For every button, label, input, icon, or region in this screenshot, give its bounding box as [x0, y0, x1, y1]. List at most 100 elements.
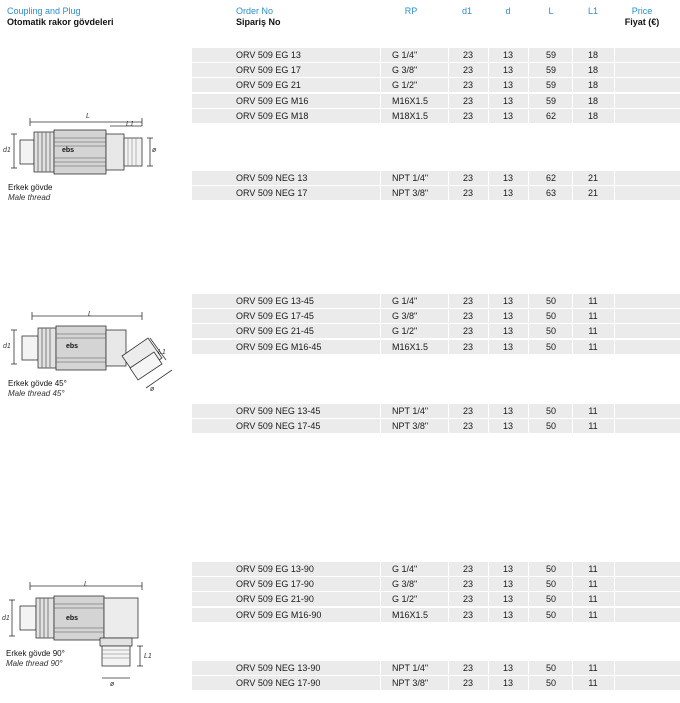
- column-separator: [614, 63, 615, 78]
- column-separator: [572, 676, 573, 691]
- column-separator: [572, 661, 573, 675]
- column-separator: [614, 309, 615, 324]
- column-separator: [380, 78, 381, 93]
- column-separator: [572, 324, 573, 339]
- order-no-cell: ORV 509 EG M16: [236, 95, 309, 106]
- order-no-cell: ORV 509 NEG 13-45: [236, 406, 321, 416]
- L1-cell: 11: [588, 296, 598, 306]
- L-cell: 63: [545, 188, 556, 199]
- column-separator: [488, 48, 489, 62]
- rp-cell: G 3/8": [392, 311, 418, 322]
- L1-cell: 11: [588, 663, 598, 673]
- column-separator: [572, 63, 573, 78]
- column-separator: [380, 339, 381, 354]
- column-separator: [528, 78, 529, 93]
- order-no-cell: ORV 509 EG 13-45: [236, 296, 314, 306]
- d1-cell: 23: [462, 110, 473, 121]
- column-separator: [614, 661, 615, 675]
- column-separator: [488, 339, 489, 354]
- column-separator: [448, 592, 449, 607]
- d-cell: 13: [502, 110, 513, 121]
- column-separator: [380, 676, 381, 691]
- L1-cell: 11: [588, 311, 598, 322]
- rp-cell: G 3/8": [392, 65, 418, 76]
- L1-cell: 11: [588, 678, 598, 689]
- column-separator: [448, 661, 449, 675]
- dim-L1-45: L1: [158, 349, 166, 356]
- column-separator: [572, 339, 573, 354]
- L1-cell: 11: [588, 326, 598, 337]
- column-separator: [614, 404, 615, 418]
- column-separator: [448, 404, 449, 418]
- product-label-en-90: Male thread 90°: [6, 659, 63, 668]
- column-separator: [528, 294, 529, 308]
- column-separator: [488, 186, 489, 201]
- column-separator: [528, 108, 529, 123]
- d-cell: 13: [502, 406, 513, 416]
- L-header: L: [548, 6, 554, 16]
- column-separator: [448, 171, 449, 185]
- price-header-tr: Fiyat (€): [624, 17, 660, 27]
- L-cell: 50: [545, 326, 556, 337]
- d1-cell: 23: [462, 421, 473, 432]
- dim-L-90: L: [84, 581, 88, 588]
- column-separator: [380, 419, 381, 434]
- d-cell: 13: [502, 188, 513, 199]
- column-separator: [448, 186, 449, 201]
- d1-cell: 23: [462, 579, 473, 590]
- column-separator: [614, 48, 615, 62]
- column-separator: [448, 419, 449, 434]
- column-separator: [448, 676, 449, 691]
- column-separator: [488, 324, 489, 339]
- column-separator: [528, 48, 529, 62]
- column-separator: [528, 592, 529, 607]
- column-separator: [380, 592, 381, 607]
- column-separator: [528, 186, 529, 201]
- column-separator: [380, 63, 381, 78]
- d-cell: 13: [502, 678, 513, 689]
- column-separator: [488, 404, 489, 418]
- d1-header: d1: [461, 6, 473, 16]
- column-separator: [448, 562, 449, 576]
- L-cell: 50: [545, 296, 556, 306]
- column-separator: [488, 171, 489, 185]
- order-no-header-tr: Sipariş No: [236, 17, 281, 27]
- column-separator: [572, 592, 573, 607]
- rp-cell: M16X1.5: [392, 609, 429, 620]
- dim-L1-90: L1: [144, 653, 152, 660]
- L1-cell: 11: [588, 406, 598, 416]
- d-cell: 13: [502, 50, 513, 60]
- engraving-ebs-45: ebs: [66, 343, 79, 350]
- column-separator: [380, 48, 381, 62]
- column-separator: [614, 294, 615, 308]
- d-cell: 13: [502, 564, 513, 574]
- rp-cell: G 1/2": [392, 594, 418, 605]
- d1-cell: 23: [462, 594, 473, 605]
- d-cell: 13: [502, 579, 513, 590]
- column-separator: [614, 78, 615, 93]
- column-separator: [614, 171, 615, 185]
- L-cell: 59: [545, 65, 556, 76]
- order-no-cell: ORV 509 NEG 17: [236, 188, 308, 199]
- dim-dia-45: ø: [150, 386, 155, 393]
- column-separator: [528, 63, 529, 78]
- column-separator: [448, 108, 449, 123]
- rp-cell: G 1/4": [392, 50, 418, 60]
- order-no-cell: ORV 509 EG 13: [236, 50, 301, 60]
- column-separator: [528, 404, 529, 418]
- order-no-cell: ORV 509 EG 17-90: [236, 579, 314, 590]
- column-separator: [572, 93, 573, 108]
- dim-dia-90: ø: [110, 681, 115, 688]
- column-separator: [528, 577, 529, 592]
- L-cell: 62: [545, 173, 556, 183]
- d1-cell: 23: [462, 80, 473, 91]
- L1-cell: 18: [587, 80, 598, 91]
- column-separator: [448, 324, 449, 339]
